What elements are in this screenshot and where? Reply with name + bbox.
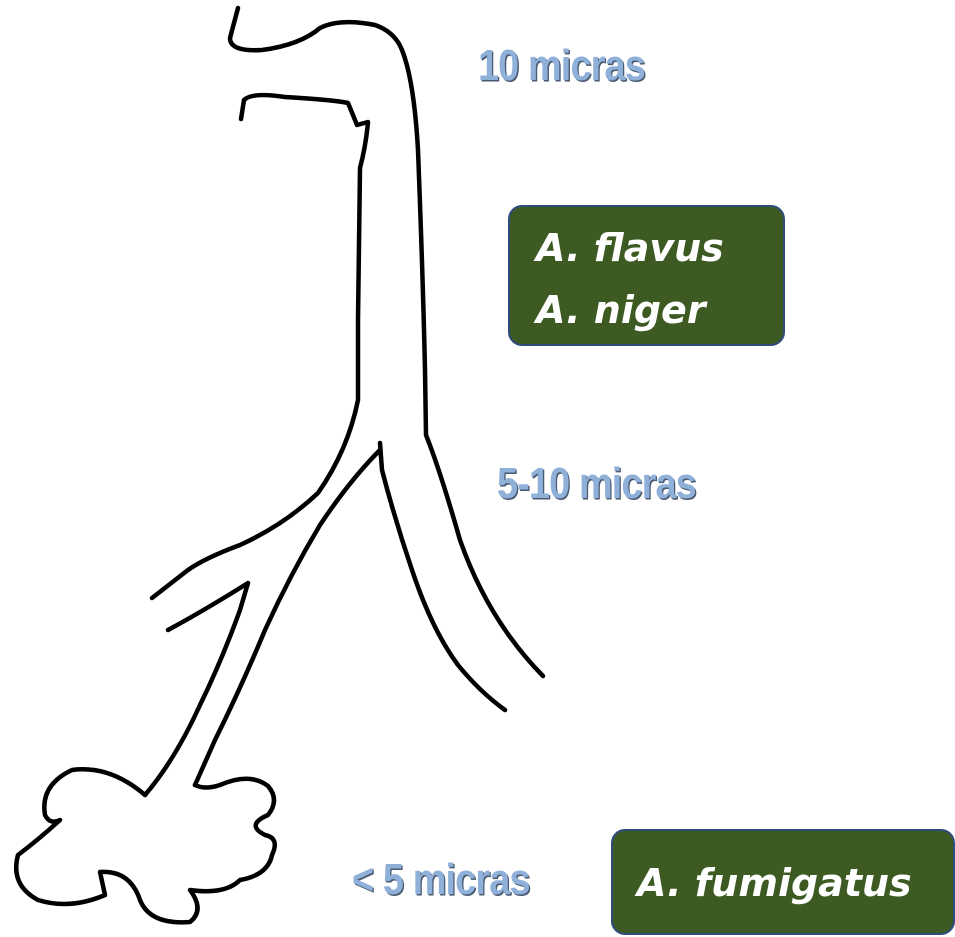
bronchiole-upper-wall [195,450,380,785]
particle-size-label-middle: 5-10 micras [497,462,696,506]
species-name: A. niger [536,291,706,329]
species-name: A. flavus [536,229,724,267]
lower-species-box: A. fumigatus [611,829,955,935]
trachea-inner-wall [152,95,368,598]
upper-airway-outline [230,8,543,676]
bronchiole-lower-wall [145,583,248,795]
particle-size-label-upper: 10 micras [478,44,645,88]
particle-size-label-lower: < 5 micras [352,858,530,902]
species-name: A. fumigatus [637,864,912,902]
upper-species-box: A. flavus A. niger [508,205,785,346]
